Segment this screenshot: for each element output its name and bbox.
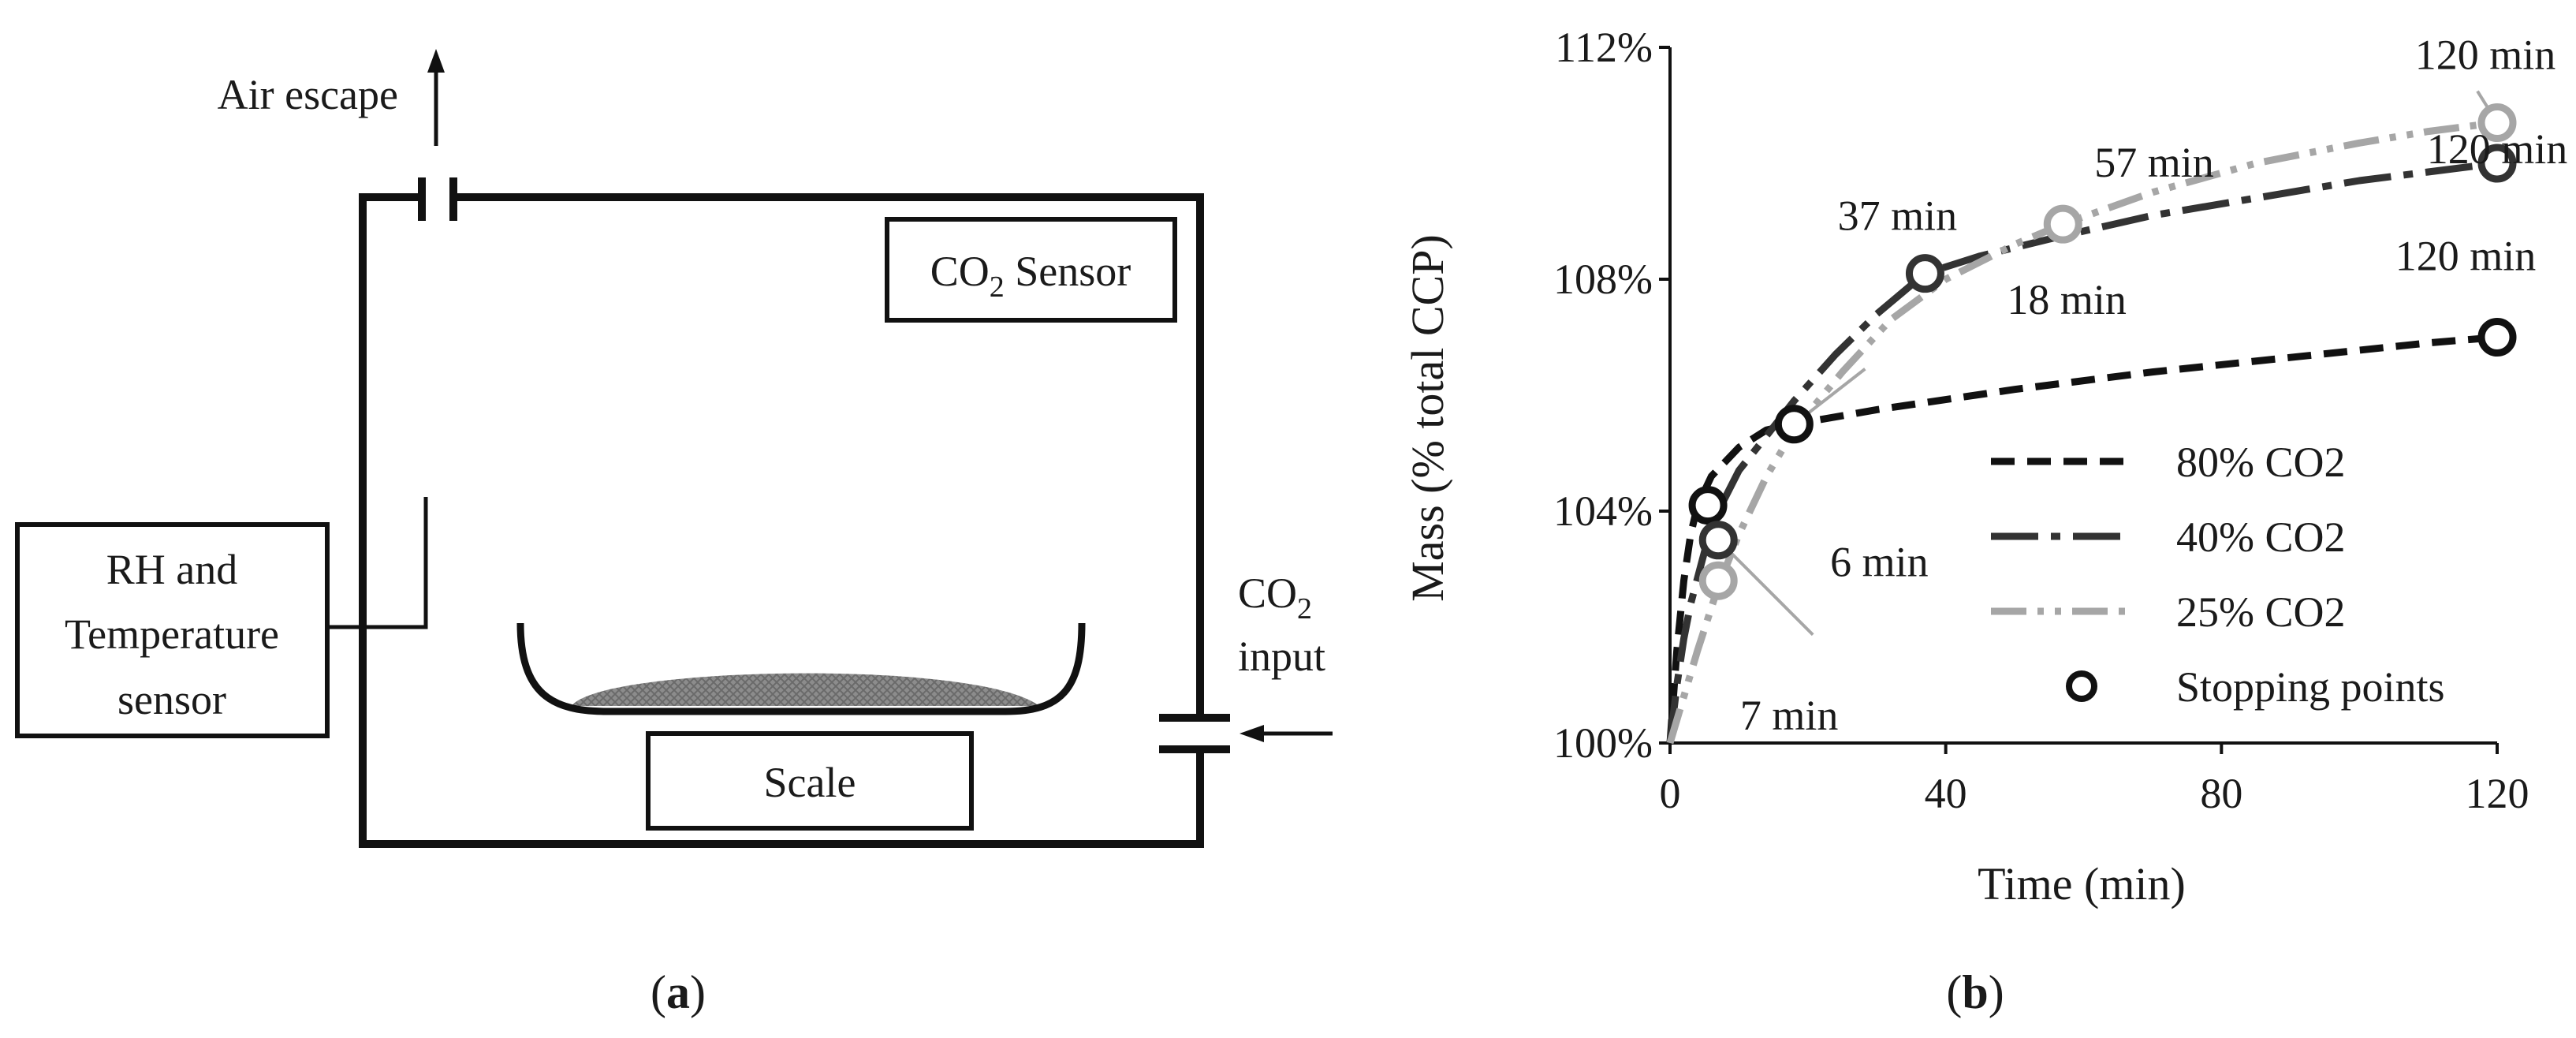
- legend-entry-label: 80% CO2: [2176, 439, 2346, 486]
- rh-sensor-label-line1: RH and: [106, 546, 237, 593]
- co2-sensor-label: CO2 Sensor: [930, 248, 1131, 304]
- y-axis-title: Mass (% total CCP): [1402, 234, 1453, 602]
- rh-temperature-sensor-box: [15, 522, 330, 738]
- legend-entry-label: 25% CO2: [2176, 588, 2346, 636]
- stopping-point-label: 18 min: [2007, 276, 2127, 323]
- stopping-point-label: 57 min: [2094, 139, 2214, 186]
- air-escape-arrow: [427, 49, 445, 146]
- stopping-point-label: 37 min: [1838, 192, 1958, 240]
- stopping-point-marker: [2477, 144, 2517, 183]
- stopping-point-marker: [2477, 103, 2517, 143]
- stopping-point-marker: [1698, 561, 1738, 600]
- x-tick-label: 120: [2466, 770, 2529, 817]
- y-tick-label: 100%: [1553, 719, 1653, 767]
- legend-entry-label: Stopping points: [2176, 663, 2445, 711]
- air-escape-label: Air escape: [218, 71, 398, 118]
- stopping-point-marker: [2477, 318, 2517, 357]
- series-line-1: [1666, 334, 2498, 744]
- stopping-point-marker: [1698, 521, 1738, 560]
- series-line-2: [1666, 159, 2498, 744]
- air-escape-port: [418, 177, 457, 221]
- y-tick-label: 112%: [1555, 24, 1653, 71]
- stopping-point-marker: [1905, 254, 1944, 293]
- panel-a-caption: (a): [651, 966, 706, 1018]
- stopping-point-marker: [2043, 204, 2082, 244]
- legend-entry-label: 40% CO2: [2176, 513, 2346, 561]
- scale-label: Scale: [764, 759, 856, 806]
- y-tick-label: 108%: [1553, 256, 1653, 303]
- axes: [1659, 46, 2499, 754]
- stopping-point-label: 120 min: [2395, 233, 2537, 280]
- x-axis-title: Time (min): [1978, 858, 2186, 909]
- scale-box: [646, 731, 974, 831]
- series-lines: [1666, 119, 2498, 745]
- stopping-point-label: 6 min: [1830, 539, 1929, 586]
- sample-material: [572, 673, 1039, 706]
- series-line-3: [1666, 119, 2498, 745]
- x-tick-label: 40: [1925, 770, 1967, 817]
- x-tick-label: 0: [1660, 770, 1681, 817]
- annotation-labels: 6 min 18 min 120 min 7 min 37 min 120 min 57 m…: [1740, 32, 2567, 739]
- co2-input-label-line2: input: [1238, 633, 1325, 680]
- panel-b-caption: (b): [1946, 966, 2004, 1018]
- co2-sensor-box: [885, 217, 1177, 323]
- co2-input-arrow: [1240, 725, 1333, 742]
- panel-b-chart: 6 min 18 min 120 min 7 min 37 min 120 min 57 m…: [1402, 24, 2567, 1018]
- x-tick-label: 80: [2200, 770, 2242, 817]
- stopping-point-label: 120 min: [2415, 32, 2556, 79]
- stopping-point-markers: [1688, 103, 2517, 600]
- annotation-leader-line: [1717, 539, 1814, 637]
- chamber-outline: [359, 193, 1204, 848]
- stopping-point-marker: [1774, 405, 1814, 444]
- stopping-point-label: 7 min: [1740, 692, 1839, 739]
- y-tick-label: 104%: [1553, 487, 1653, 535]
- panel-a-diagram: Air escape CO2 Sensor RH and Temperature…: [15, 49, 1333, 1018]
- sample-dish: [516, 622, 1086, 715]
- co2-input-label-line1: CO2: [1238, 569, 1312, 625]
- rh-sensor-label-line3: sensor: [117, 676, 226, 723]
- rh-sensor-probe: [327, 497, 428, 629]
- legend-marker-swatch: [2066, 670, 2097, 702]
- rh-sensor-label-line2: Temperature: [65, 610, 279, 658]
- tick-labels: 100% 104% 108% 112% 0 40 80 120: [1553, 24, 2529, 817]
- stopping-point-label: 120 min: [2427, 125, 2568, 173]
- stopping-point-marker: [1688, 486, 1728, 525]
- co2-input-port: [1159, 714, 1230, 753]
